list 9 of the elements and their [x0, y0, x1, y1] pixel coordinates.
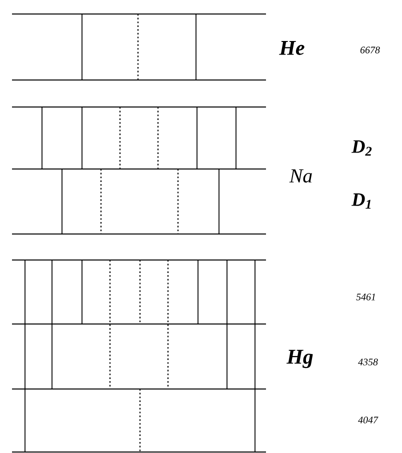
element-symbol: He	[279, 41, 304, 55]
wavelength-label: 5461	[356, 294, 375, 300]
element-symbol: Hg	[286, 350, 313, 368]
wavelength-label: 4047	[358, 416, 378, 424]
wavelength-label: 6678	[360, 46, 380, 54]
element-symbol: Na	[289, 169, 312, 183]
line-label: D$_{1}$	[351, 193, 371, 209]
line-label: D$_{2}$	[351, 140, 372, 156]
wavelength-label: 4358	[358, 358, 378, 366]
